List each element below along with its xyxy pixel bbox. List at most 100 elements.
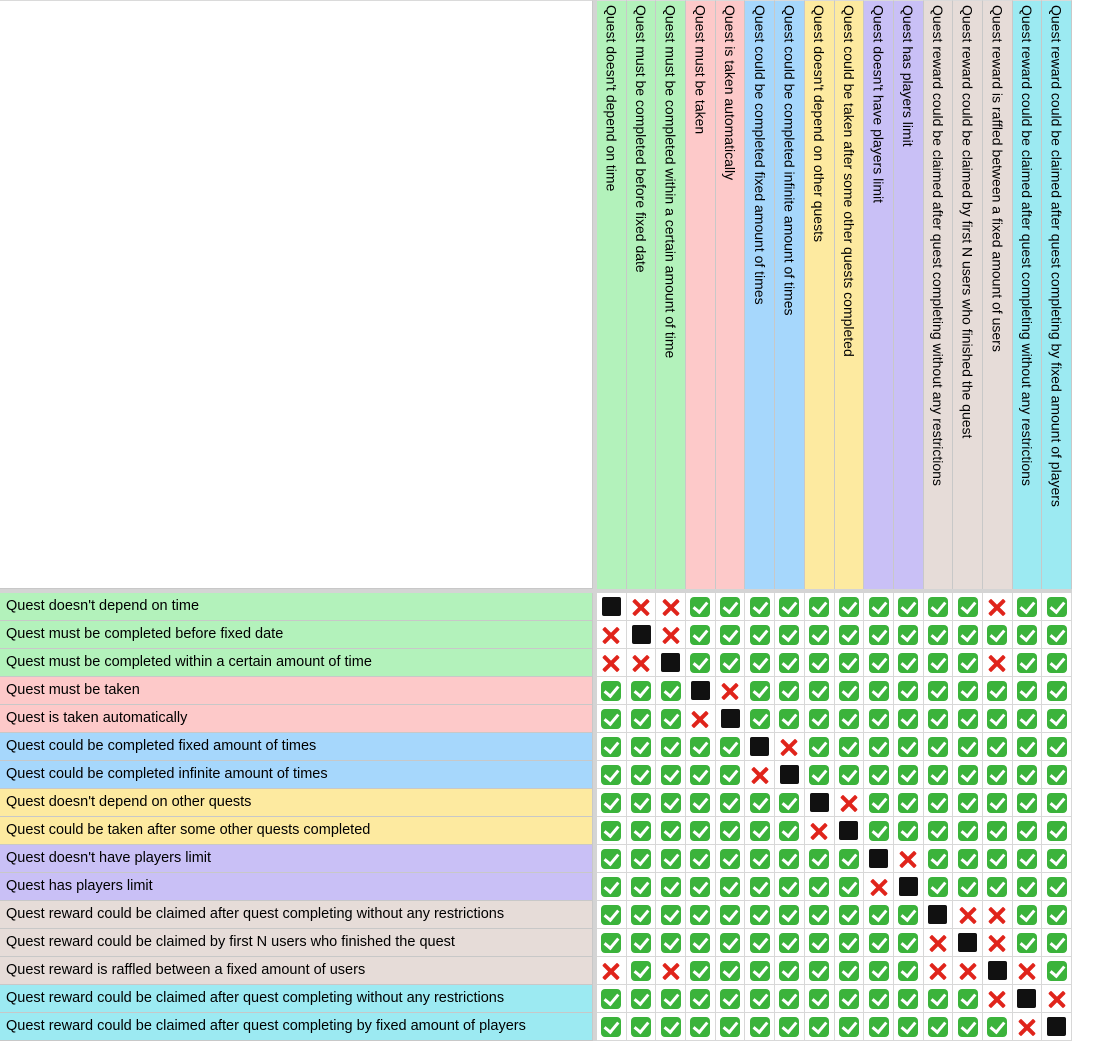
matrix-cell[interactable] (953, 705, 983, 733)
matrix-cell[interactable] (923, 705, 954, 733)
matrix-cell[interactable] (893, 649, 924, 677)
matrix-cell[interactable] (893, 845, 924, 873)
matrix-cell[interactable] (893, 873, 924, 901)
matrix-cell[interactable] (864, 901, 894, 929)
row-header-11[interactable]: Quest has players limit (0, 873, 593, 901)
row-header-15[interactable]: Quest reward could be claimed after ques… (0, 985, 593, 1013)
matrix-cell[interactable] (775, 593, 805, 621)
matrix-cell[interactable] (923, 761, 954, 789)
matrix-cell[interactable] (982, 817, 1013, 845)
matrix-cell[interactable] (1042, 1013, 1072, 1041)
matrix-cell[interactable] (923, 957, 954, 985)
matrix-cell[interactable] (597, 677, 627, 705)
matrix-cell[interactable] (626, 705, 657, 733)
row-header-2[interactable]: Quest must be completed before fixed dat… (0, 621, 593, 649)
row-header-3[interactable]: Quest must be completed within a certain… (0, 649, 593, 677)
matrix-cell[interactable] (1042, 901, 1072, 929)
matrix-cell[interactable] (686, 621, 716, 649)
matrix-cell[interactable] (656, 789, 687, 817)
matrix-cell[interactable] (597, 957, 627, 985)
matrix-cell[interactable] (1042, 873, 1072, 901)
matrix-cell[interactable] (1042, 593, 1072, 621)
matrix-cell[interactable] (1012, 649, 1043, 677)
matrix-cell[interactable] (953, 593, 983, 621)
matrix-cell[interactable] (686, 677, 716, 705)
matrix-cell[interactable] (953, 929, 983, 957)
matrix-cell[interactable] (804, 845, 835, 873)
matrix-cell[interactable] (953, 845, 983, 873)
matrix-cell[interactable] (893, 985, 924, 1013)
matrix-cell[interactable] (715, 929, 746, 957)
row-header-13[interactable]: Quest reward could be claimed by first N… (0, 929, 593, 957)
column-header-13[interactable]: Quest reward could be claimed by first N… (953, 0, 983, 589)
matrix-cell[interactable] (893, 789, 924, 817)
matrix-cell[interactable] (745, 677, 776, 705)
column-header-4[interactable]: Quest must be taken (686, 0, 716, 589)
matrix-cell[interactable] (686, 957, 716, 985)
matrix-cell[interactable] (745, 649, 776, 677)
matrix-cell[interactable] (804, 733, 835, 761)
matrix-cell[interactable] (656, 957, 687, 985)
row-header-5[interactable]: Quest is taken automatically (0, 705, 593, 733)
column-header-6[interactable]: Quest could be completed fixed amount of… (745, 0, 776, 589)
matrix-cell[interactable] (715, 761, 746, 789)
matrix-cell[interactable] (626, 817, 657, 845)
matrix-cell[interactable] (626, 929, 657, 957)
matrix-cell[interactable] (864, 593, 894, 621)
row-header-14[interactable]: Quest reward is raffled between a fixed … (0, 957, 593, 985)
matrix-cell[interactable] (715, 845, 746, 873)
matrix-cell[interactable] (923, 593, 954, 621)
matrix-cell[interactable] (745, 985, 776, 1013)
matrix-cell[interactable] (834, 677, 865, 705)
matrix-cell[interactable] (982, 1013, 1013, 1041)
matrix-cell[interactable] (656, 1013, 687, 1041)
matrix-cell[interactable] (1042, 733, 1072, 761)
column-header-8[interactable]: Quest doesn't depend on other quests (804, 0, 835, 589)
matrix-cell[interactable] (775, 817, 805, 845)
matrix-cell[interactable] (597, 845, 627, 873)
matrix-cell[interactable] (1042, 817, 1072, 845)
matrix-cell[interactable] (745, 845, 776, 873)
matrix-cell[interactable] (597, 649, 627, 677)
matrix-cell[interactable] (982, 677, 1013, 705)
matrix-cell[interactable] (982, 929, 1013, 957)
matrix-cell[interactable] (1042, 789, 1072, 817)
matrix-cell[interactable] (982, 621, 1013, 649)
matrix-cell[interactable] (775, 677, 805, 705)
column-header-3[interactable]: Quest must be completed within a certain… (656, 0, 687, 589)
matrix-cell[interactable] (804, 929, 835, 957)
matrix-cell[interactable] (656, 593, 687, 621)
matrix-cell[interactable] (1042, 929, 1072, 957)
matrix-cell[interactable] (1012, 621, 1043, 649)
matrix-cell[interactable] (626, 649, 657, 677)
row-header-7[interactable]: Quest could be completed infinite amount… (0, 761, 593, 789)
matrix-cell[interactable] (893, 761, 924, 789)
matrix-cell[interactable] (715, 817, 746, 845)
matrix-cell[interactable] (953, 873, 983, 901)
matrix-cell[interactable] (893, 593, 924, 621)
matrix-cell[interactable] (597, 593, 627, 621)
matrix-cell[interactable] (982, 593, 1013, 621)
matrix-cell[interactable] (597, 1013, 627, 1041)
matrix-cell[interactable] (715, 1013, 746, 1041)
matrix-cell[interactable] (715, 789, 746, 817)
matrix-cell[interactable] (775, 761, 805, 789)
matrix-cell[interactable] (656, 817, 687, 845)
matrix-cell[interactable] (1012, 901, 1043, 929)
matrix-cell[interactable] (1012, 957, 1043, 985)
row-header-12[interactable]: Quest reward could be claimed after ques… (0, 901, 593, 929)
matrix-cell[interactable] (982, 761, 1013, 789)
matrix-cell[interactable] (1012, 817, 1043, 845)
matrix-cell[interactable] (893, 677, 924, 705)
matrix-cell[interactable] (715, 677, 746, 705)
matrix-cell[interactable] (1012, 677, 1043, 705)
matrix-cell[interactable] (686, 761, 716, 789)
matrix-cell[interactable] (597, 789, 627, 817)
matrix-cell[interactable] (893, 705, 924, 733)
matrix-cell[interactable] (597, 929, 627, 957)
matrix-cell[interactable] (745, 621, 776, 649)
matrix-cell[interactable] (745, 705, 776, 733)
matrix-cell[interactable] (775, 845, 805, 873)
matrix-cell[interactable] (893, 733, 924, 761)
frozen-row-divider[interactable] (0, 589, 1072, 593)
